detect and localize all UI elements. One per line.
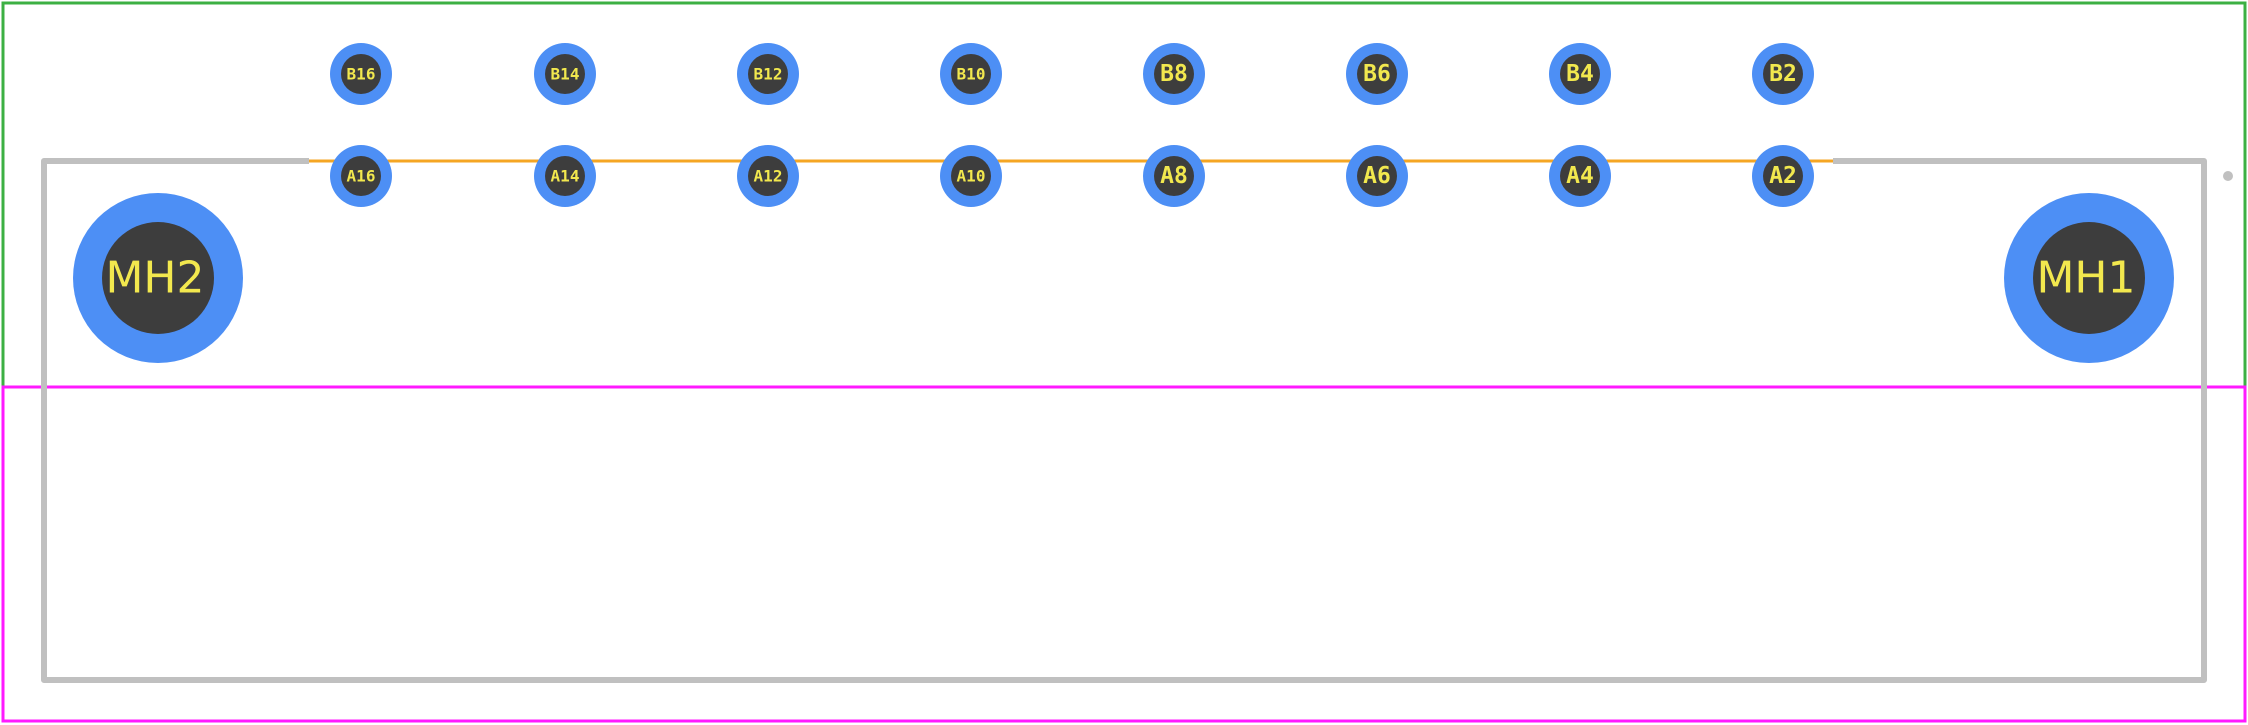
pad-label: B12 — [754, 65, 783, 84]
pad-a4[interactable]: A4 — [1549, 145, 1611, 207]
pad-b8[interactable]: B8 — [1143, 43, 1205, 105]
assembly-outline — [1, 385, 2247, 723]
pad-label: A4 — [1566, 163, 1594, 189]
pad-a8[interactable]: A8 — [1143, 145, 1205, 207]
pad-b2[interactable]: B2 — [1752, 43, 1814, 105]
pad-label: B16 — [347, 65, 376, 84]
pad-row-b: B16 B14 B12 B10 B8 B6 B4 B2 — [330, 43, 1814, 105]
pin1-marker — [2223, 171, 2233, 181]
pad-a16[interactable]: A16 — [330, 145, 392, 207]
pad-label: A6 — [1363, 163, 1391, 189]
pad-a2[interactable]: A2 — [1752, 145, 1814, 207]
pad-a14[interactable]: A14 — [534, 145, 596, 207]
mounting-hole-mh2[interactable]: MH2 — [73, 193, 243, 363]
pad-b12[interactable]: B12 — [737, 43, 799, 105]
pad-label: B4 — [1566, 61, 1594, 87]
mounting-hole-mh1[interactable]: MH1 — [2004, 193, 2174, 363]
pad-a12[interactable]: A12 — [737, 145, 799, 207]
pad-label: B8 — [1160, 61, 1188, 87]
pad-label: A14 — [551, 167, 580, 186]
pad-label: A10 — [957, 167, 986, 186]
pad-label: B2 — [1769, 61, 1797, 87]
pad-a6[interactable]: A6 — [1346, 145, 1408, 207]
pad-label: A12 — [754, 167, 783, 186]
pad-label: A16 — [347, 167, 376, 186]
mounting-hole-label: MH2 — [105, 253, 204, 304]
pad-label: B10 — [957, 65, 986, 84]
pad-b16[interactable]: B16 — [330, 43, 392, 105]
pad-label: B14 — [551, 65, 580, 84]
pad-b10[interactable]: B10 — [940, 43, 1002, 105]
pad-b6[interactable]: B6 — [1346, 43, 1408, 105]
pad-row-a: A16 A14 A12 A10 A8 A6 A4 A2 — [330, 145, 1814, 207]
pad-a10[interactable]: A10 — [940, 145, 1002, 207]
pad-b4[interactable]: B4 — [1549, 43, 1611, 105]
silkscreen-left-outline — [41, 158, 2207, 683]
pad-b14[interactable]: B14 — [534, 43, 596, 105]
pad-label: A2 — [1769, 163, 1797, 189]
pad-label: B6 — [1363, 61, 1391, 87]
pad-label: A8 — [1160, 163, 1188, 189]
mounting-hole-label: MH1 — [2036, 253, 2135, 304]
